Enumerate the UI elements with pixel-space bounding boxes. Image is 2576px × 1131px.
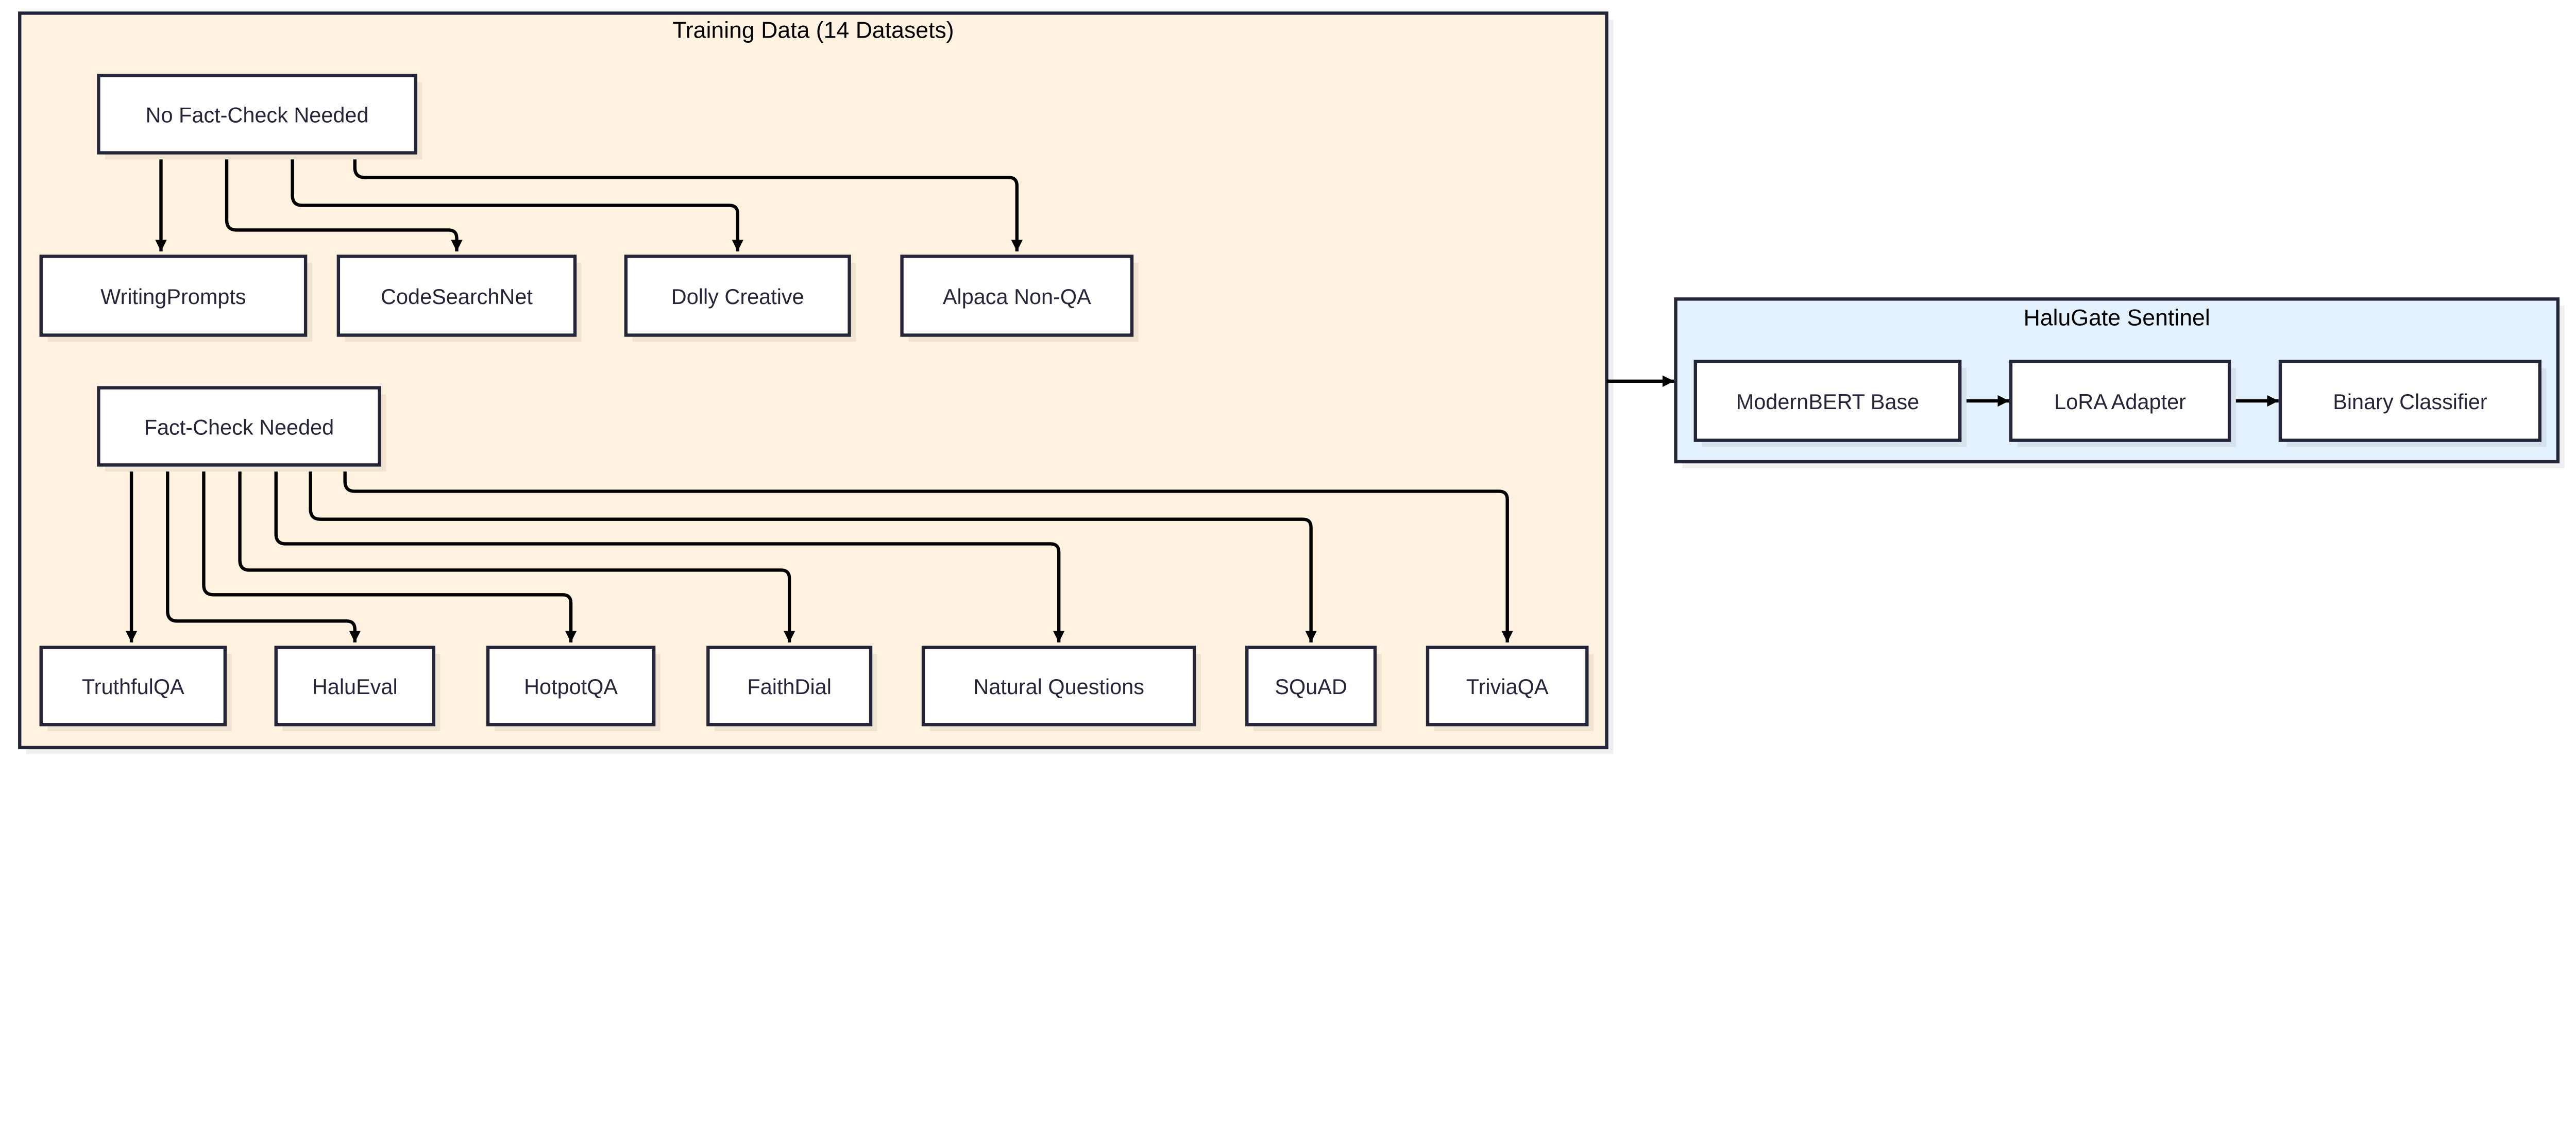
node-wp[interactable]: WritingPrompts [39,255,312,342]
edge-fc-to-nq [274,465,1065,643]
node-dolly[interactable]: Dolly Creative [624,255,856,342]
node-fc[interactable]: Fact-Check Needed [97,386,386,472]
node-box [1426,646,1589,727]
edges-layer [125,153,2279,643]
node-label: TruthfulQA [82,674,184,699]
node-box [624,255,851,337]
node-box [2278,360,2541,442]
node-label: Binary Classifier [2333,390,2487,414]
node-box [1693,360,1962,442]
diagram: Training Data (14 Datasets) HaluGate Sent… [18,11,2565,754]
node-alpaca[interactable]: Alpaca Non-QA [900,255,1139,342]
node-label: TriviaQA [1466,674,1549,699]
node-box [97,74,417,155]
node-csn[interactable]: CodeSearchNet [336,255,582,342]
node-label: No Fact-Check Needed [146,103,369,127]
node-box [486,646,656,727]
edge-nofc-to-csn [225,153,463,251]
node-label: FaithDial [747,674,832,699]
node-squad[interactable]: SQuAD [1245,646,1382,731]
node-box [97,386,381,467]
node-box [921,646,1196,727]
node-bin[interactable]: Binary Classifier [2278,360,2547,447]
node-label: Natural Questions [973,674,1144,699]
node-box [39,255,308,337]
node-box [39,646,227,727]
node-label: Alpaca Non-QA [943,284,1091,309]
node-label: Fact-Check Needed [144,415,334,439]
node-trivia[interactable]: TriviaQA [1426,646,1594,731]
node-nofc[interactable]: No Fact-Check Needed [97,74,422,160]
edge-fc-to-squad [309,465,1317,643]
node-box [900,255,1134,337]
edge-nofc-to-dolly [291,153,743,251]
node-faith[interactable]: FaithDial [706,646,877,731]
node-label: HotpotQA [524,674,618,699]
node-box [336,255,577,337]
node-halu[interactable]: HaluEval [274,646,440,731]
node-label: CodeSearchNet [381,284,533,309]
node-box [274,646,436,727]
node-tqa[interactable]: TruthfulQA [39,646,232,731]
node-box [1245,646,1377,727]
node-label: ModernBERT Base [1736,390,1919,414]
edge-fc-to-halu [166,465,361,643]
node-bert[interactable]: ModernBERT Base [1693,360,1967,447]
edge-nofc-to-alpaca [353,153,1023,251]
node-label: LoRA Adapter [2054,390,2186,414]
node-label: HaluEval [312,674,398,699]
node-nq[interactable]: Natural Questions [921,646,1201,731]
node-label: Dolly Creative [671,284,804,309]
node-label: WritingPrompts [100,284,246,309]
edge-fc-to-trivia [343,465,1513,643]
group-title: Training Data (14 Datasets) [672,18,954,43]
node-hotpot[interactable]: HotpotQA [486,646,660,731]
node-box [706,646,873,727]
node-label: SQuAD [1275,674,1347,699]
node-box [2009,360,2231,442]
edge-fc-to-faith [238,465,795,643]
node-lora[interactable]: LoRA Adapter [2009,360,2236,447]
group-title: HaluGate Sentinel [2024,305,2210,330]
edge-fc-to-hotpot [202,465,577,643]
